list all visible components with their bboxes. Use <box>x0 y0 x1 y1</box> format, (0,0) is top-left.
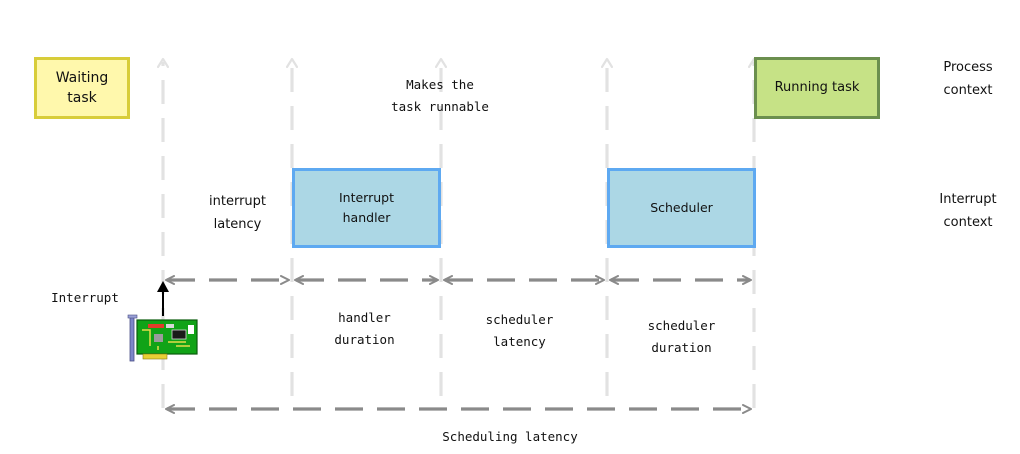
scheduler-latency-label: scheduler latency <box>485 312 554 349</box>
interrupt-label: Interrupt <box>51 290 119 305</box>
scheduler-duration-label: scheduler duration <box>647 318 716 355</box>
interrupt-latency-label: interrupt latency <box>209 194 266 232</box>
waiting-task-box: Waiting task <box>34 57 130 119</box>
interval-arrows <box>165 275 752 414</box>
handler-duration-label: handler duration <box>334 310 395 347</box>
scheduling-latency-label: Scheduling latency <box>442 429 578 444</box>
network-card-icon <box>127 314 198 362</box>
interrupt-arrow <box>157 281 169 316</box>
makes-runnable-label: Makes the task runnable <box>391 77 489 114</box>
scheduler-box: Scheduler <box>607 168 756 248</box>
running-task-box: Running task <box>754 57 880 119</box>
process-context-label: Process context <box>943 60 993 98</box>
interrupt-context-label: Interrupt context <box>939 192 997 230</box>
interrupt-handler-box: Interrupt handler <box>292 168 441 248</box>
